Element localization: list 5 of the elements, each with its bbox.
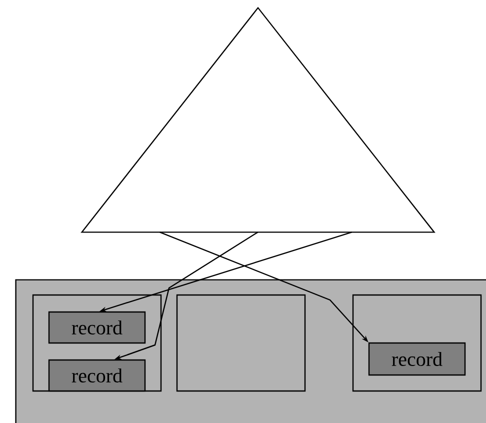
record-box: record (48, 359, 146, 392)
container-box (176, 294, 306, 392)
record-box: record (368, 342, 466, 376)
record-box: record (48, 311, 146, 344)
container-box (352, 294, 482, 392)
